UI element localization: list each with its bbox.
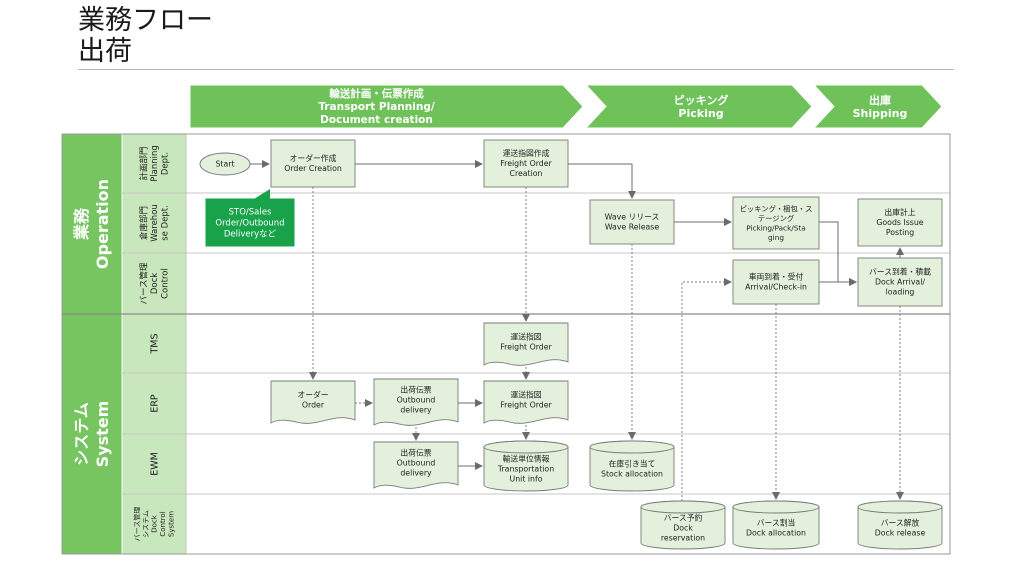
phase-shipping xyxy=(812,84,943,129)
lane-cell-tms xyxy=(121,313,187,374)
node-order-creation xyxy=(270,139,356,188)
phase-picking xyxy=(584,84,813,129)
lane-label-dock-system: バース管理システムDockControlSystem xyxy=(132,507,175,542)
group-system-block xyxy=(62,314,122,554)
phase-planning xyxy=(189,84,584,129)
node-top-dock-reservation xyxy=(640,500,726,514)
node-tms-freight-order xyxy=(483,322,569,366)
lane-label-warehouse-dept-group: 倉庫部門Warehouse Dept. xyxy=(138,204,170,242)
node-wave-release xyxy=(589,199,675,245)
node-dock-arrival-loading xyxy=(857,257,943,307)
node-goods-issue xyxy=(857,198,943,247)
swimlane-border xyxy=(61,133,951,555)
node-erp-freight-order xyxy=(483,380,569,424)
node-ewm-outbound-delivery xyxy=(373,441,459,489)
node-picking-pack xyxy=(732,196,820,250)
page-title: 業務フロー xyxy=(78,5,213,36)
lane-label-dock-control: バース管理DockControl xyxy=(138,262,170,305)
node-label-start: Start xyxy=(215,160,234,169)
node-top-dock-release xyxy=(857,500,943,514)
lane-label-ewm-group: EWM xyxy=(149,452,160,476)
lane-label-tms-group: TMS xyxy=(149,333,160,354)
callout-tail-sto-note xyxy=(254,189,270,199)
title-divider xyxy=(78,69,954,70)
connector-picking-to-dock-arrival xyxy=(819,221,857,286)
lane-label-dock-control-group: バース管理DockControl xyxy=(138,262,170,305)
node-erp-outbound-delivery xyxy=(373,378,459,426)
node-top-stock-allocation xyxy=(589,440,675,454)
node-top-transport-unit-info xyxy=(483,440,569,454)
lane-cell-ewm xyxy=(121,433,187,495)
lane-cell-dock-system xyxy=(121,493,187,555)
lane-label-dock-system-group: バース管理システムDockControlSystem xyxy=(132,507,175,542)
node-erp-order xyxy=(270,380,356,424)
lane-label-ewm: EWM xyxy=(149,452,160,476)
node-top-dock-allocation xyxy=(732,500,820,514)
connector-freight-order-creation-to-wave-release xyxy=(568,163,636,199)
page-subtitle: 出荷 xyxy=(78,36,132,67)
node-freight-order-creation xyxy=(483,139,569,188)
lane-label-warehouse-dept: 倉庫部門Warehouse Dept. xyxy=(138,204,170,242)
lane-label-erp-group: ERP xyxy=(149,394,160,413)
lane-label-planning-dept: 計画部門PlanningDept. xyxy=(138,145,170,182)
connector-dock-reservation-to-arrival xyxy=(681,278,732,501)
node-arrival-checkin xyxy=(732,259,820,305)
node-sto-note xyxy=(205,198,295,247)
lane-label-planning-dept-group: 計画部門PlanningDept. xyxy=(138,145,170,182)
lane-label-erp: ERP xyxy=(149,394,160,413)
group-operation-block xyxy=(62,134,122,314)
node-start xyxy=(199,152,251,176)
lane-label-tms: TMS xyxy=(149,333,160,354)
